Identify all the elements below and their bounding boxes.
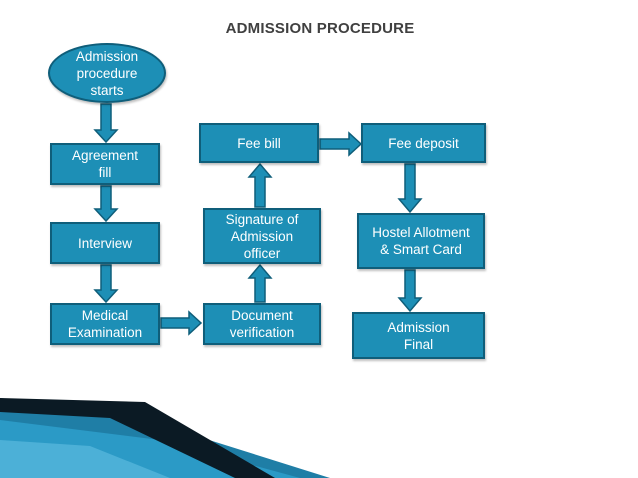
node-admission-start: Admission procedure starts (48, 43, 166, 103)
node-medical-examination: Medical Examination (50, 303, 160, 345)
arrow-document-to-signature (247, 263, 273, 303)
node-agreement-fill: Agreement fill (50, 143, 160, 185)
arrow-interview-to-medical (93, 264, 119, 304)
arrow-feebill-to-feedeposit (319, 131, 363, 157)
page-title: ADMISSION PROCEDURE (225, 20, 415, 37)
node-fee-deposit: Fee deposit (361, 123, 486, 163)
node-interview: Interview (50, 222, 160, 264)
arrow-signature-to-feebill (247, 162, 273, 208)
arrow-agreement-to-interview (93, 185, 119, 223)
swoosh-band-black (0, 398, 275, 478)
arrow-medical-to-document (160, 310, 203, 336)
node-admission-final: Admission Final (352, 312, 485, 359)
arrow-hostel-to-final (397, 269, 423, 313)
arrow-start-to-agreement (93, 103, 119, 144)
node-fee-bill: Fee bill (199, 123, 319, 163)
node-hostel-allotment: Hostel Allotment & Smart Card (357, 213, 485, 269)
swoosh-band-light (0, 440, 170, 478)
node-signature-officer: Signature of Admission officer (203, 208, 321, 264)
arrow-feedeposit-to-hostel (397, 163, 423, 214)
node-document-verification: Document verification (203, 303, 321, 345)
